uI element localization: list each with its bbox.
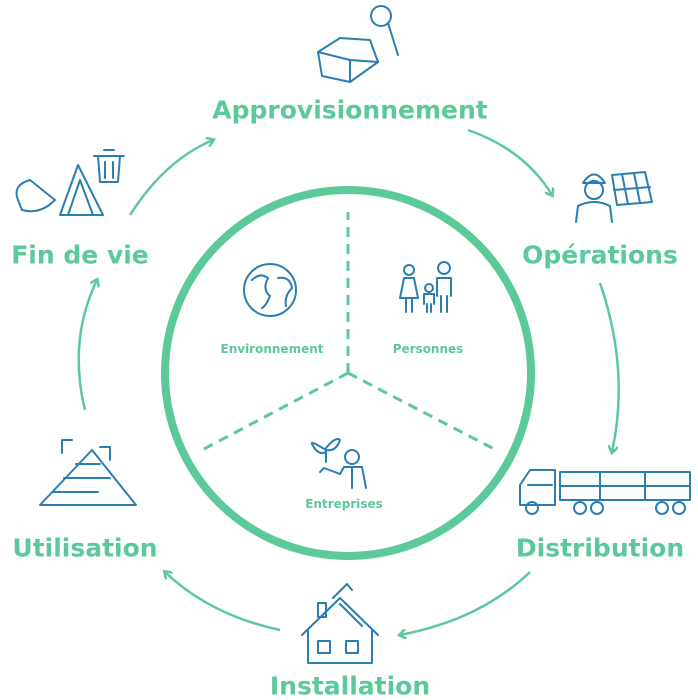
stage-use: Utilisation xyxy=(12,533,158,563)
segment-environment: Environnement xyxy=(220,342,324,356)
businessman-plant-icon xyxy=(310,438,367,489)
worker-solar-panel-icon xyxy=(575,171,653,223)
globe-icon xyxy=(243,263,297,317)
truck-icon xyxy=(519,469,691,515)
arrow-installation-to-use xyxy=(165,572,281,632)
stage-distribution: Distribution xyxy=(515,533,685,563)
segment-business: Entreprises xyxy=(305,497,383,511)
family-icon xyxy=(399,261,452,313)
central-circle xyxy=(161,186,535,560)
stage-sourcing: Approvisionnement xyxy=(212,95,488,125)
stage-installation: Installation xyxy=(269,671,431,700)
arrow-sourcing-to-operations xyxy=(467,128,552,195)
house-hammer-icon xyxy=(301,583,379,664)
cycle-arrows xyxy=(77,128,620,635)
arrow-use-to-end-of-life xyxy=(77,280,97,411)
arrow-operations-to-distribution xyxy=(598,282,620,452)
segment-people: Personnes xyxy=(392,342,464,356)
roof-recycle-bin-icon xyxy=(15,149,125,216)
stone-magnifier-icon xyxy=(317,5,399,83)
tiled-roof-icon xyxy=(39,439,137,506)
arrow-end-of-life-to-sourcing xyxy=(128,140,213,216)
stage-operations: Opérations xyxy=(522,240,678,270)
stage-end-of-life: Fin de vie xyxy=(11,240,149,270)
arrow-distribution-to-installation xyxy=(400,571,531,635)
segment-dividers xyxy=(201,212,497,452)
